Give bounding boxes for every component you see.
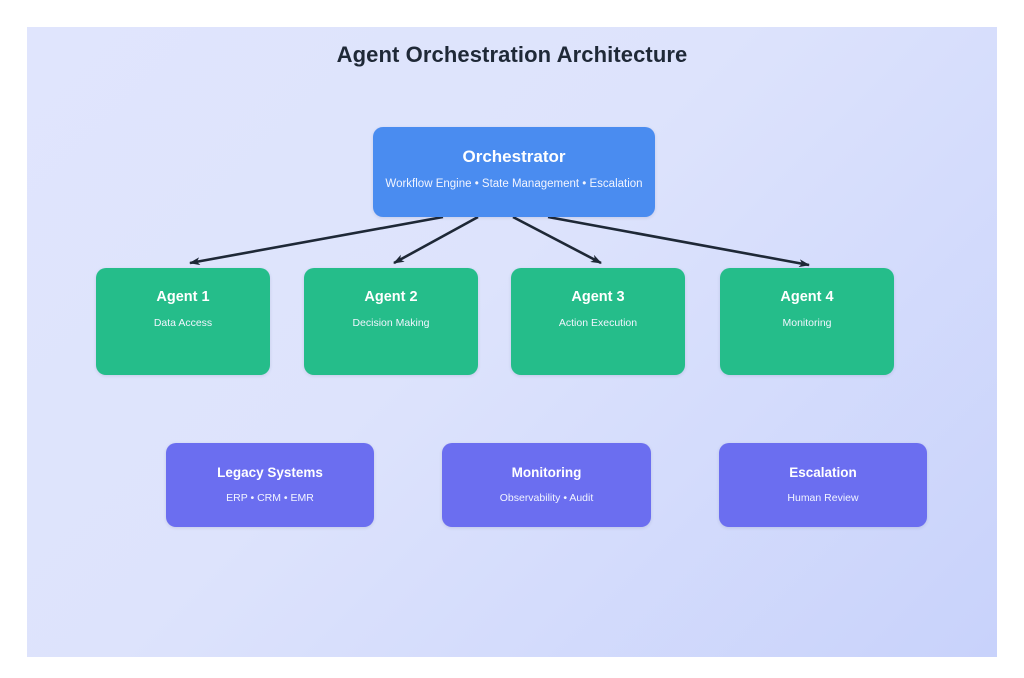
node-legacy-systems[interactable]: Legacy Systems ERP • CRM • EMR <box>166 443 374 527</box>
diagram-canvas: Agent Orchestration Architecture Orchest… <box>27 27 997 657</box>
node-escalation[interactable]: Escalation Human Review <box>719 443 927 527</box>
node-agent-4-subtitle: Monitoring <box>782 316 832 329</box>
node-orchestrator[interactable]: Orchestrator Workflow Engine • State Man… <box>373 127 655 217</box>
node-agent-2-title: Agent 2 <box>364 289 418 305</box>
node-agent-2[interactable]: Agent 2 Decision Making <box>304 268 478 375</box>
node-agent-4[interactable]: Agent 4 Monitoring <box>720 268 894 375</box>
node-monitoring-title: Monitoring <box>511 465 582 480</box>
node-orchestrator-subtitle: Workflow Engine • State Management • Esc… <box>385 177 643 190</box>
node-legacy-systems-title: Legacy Systems <box>217 465 323 480</box>
connector-orchestrator-agent-2 <box>393 215 479 265</box>
node-agent-1-title: Agent 1 <box>156 289 210 305</box>
node-legacy-systems-subtitle: ERP • CRM • EMR <box>226 491 314 504</box>
node-orchestrator-title: Orchestrator <box>462 147 566 166</box>
node-escalation-title: Escalation <box>789 465 857 480</box>
node-monitoring[interactable]: Monitoring Observability • Audit <box>442 443 651 527</box>
connector-orchestrator-agent-3 <box>512 215 602 265</box>
node-agent-3-subtitle: Action Execution <box>558 316 638 329</box>
node-agent-4-title: Agent 4 <box>780 289 834 305</box>
node-agent-3-title: Agent 3 <box>571 289 625 305</box>
connector-orchestrator-agent-4 <box>547 215 810 268</box>
connector-orchestrator-agent-1 <box>189 215 444 266</box>
node-agent-1[interactable]: Agent 1 Data Access <box>96 268 270 375</box>
node-agent-1-subtitle: Data Access <box>153 316 213 329</box>
node-agent-3[interactable]: Agent 3 Action Execution <box>511 268 685 375</box>
node-escalation-subtitle: Human Review <box>787 491 859 504</box>
node-agent-2-subtitle: Decision Making <box>352 316 430 329</box>
node-monitoring-subtitle: Observability • Audit <box>499 491 594 504</box>
page-title: Agent Orchestration Architecture <box>336 42 688 67</box>
